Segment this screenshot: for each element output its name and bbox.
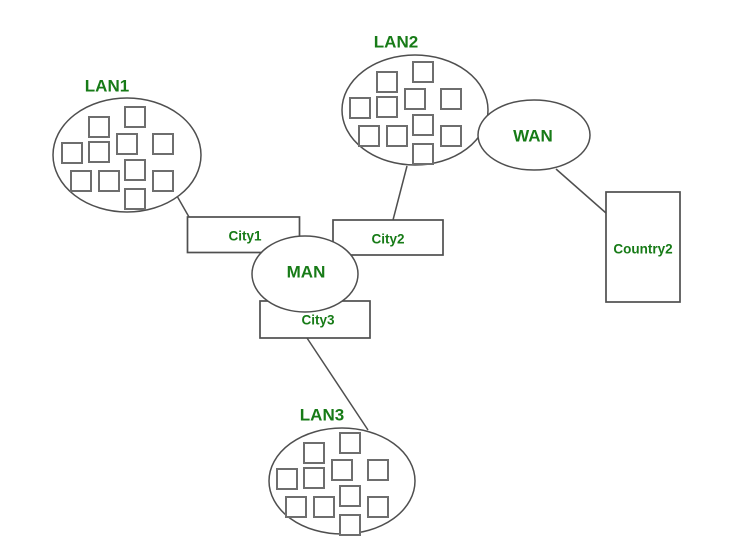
wan-label: WAN bbox=[513, 127, 553, 146]
city2-label: City2 bbox=[371, 232, 404, 247]
node-labels: LAN1 LAN2 LAN3 WAN MAN City1 City2 City3… bbox=[85, 33, 673, 425]
city3-label: City3 bbox=[301, 313, 335, 328]
lan1-label: LAN1 bbox=[85, 77, 129, 96]
wan-ellipse bbox=[477, 99, 591, 171]
city1-label: City1 bbox=[228, 229, 262, 244]
link-lan2-city2 bbox=[392, 165, 408, 221]
lan2-label: LAN2 bbox=[374, 33, 418, 52]
lan1-node bbox=[52, 97, 202, 213]
lan3-node bbox=[268, 427, 416, 536]
man-label: MAN bbox=[287, 263, 326, 282]
country2-box bbox=[605, 191, 681, 303]
link-lan1-city1 bbox=[176, 195, 190, 218]
lan3-label: LAN3 bbox=[300, 406, 344, 425]
man-ellipse bbox=[251, 235, 359, 313]
link-city3-lan3 bbox=[306, 337, 369, 431]
country2-label: Country2 bbox=[613, 242, 672, 257]
city-and-country-nodes bbox=[186, 191, 681, 339]
lan2-node bbox=[341, 54, 489, 166]
connection-lines bbox=[176, 165, 607, 431]
city2-box bbox=[332, 219, 444, 256]
link-wan-country2 bbox=[555, 168, 607, 214]
